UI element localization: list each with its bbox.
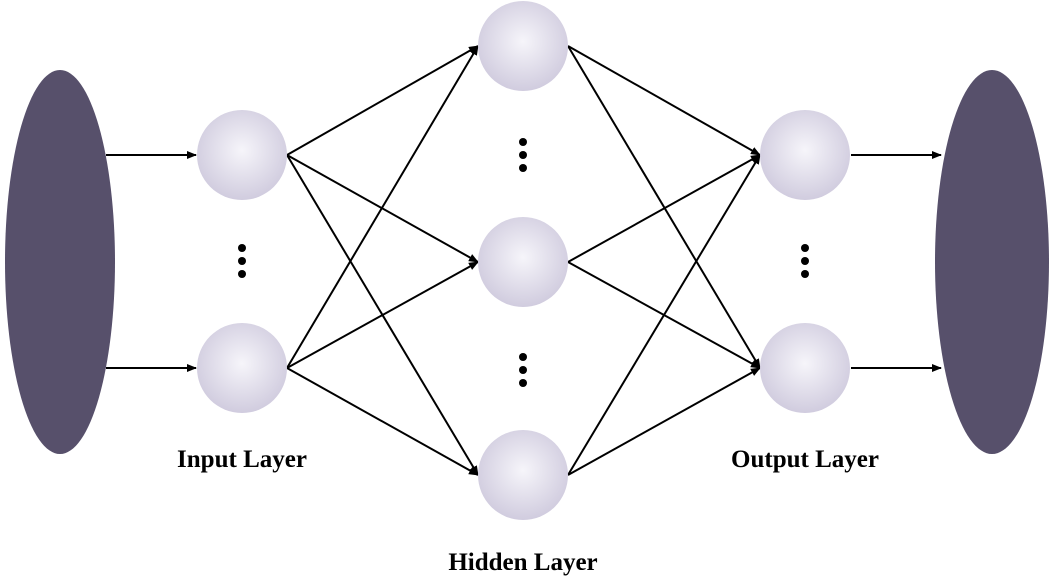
hidden-node-3 <box>478 430 568 520</box>
edge-i1-h1 <box>286 45 479 156</box>
edge-h1-o2 <box>567 45 761 369</box>
hidden-layer-nodes <box>478 1 568 520</box>
output-layer-nodes <box>760 110 850 413</box>
output-node-2 <box>760 323 850 413</box>
edge-i2-h2 <box>286 261 479 369</box>
input-layer-nodes <box>197 110 287 413</box>
edge-i2-h3 <box>286 367 479 476</box>
output-arrows <box>851 151 942 372</box>
edge-h3-o2 <box>567 367 761 476</box>
hidden-layer-label: Hidden Layer <box>448 549 597 576</box>
input-layer-label: Input Layer <box>177 446 307 473</box>
hidden-node-1 <box>478 1 568 91</box>
edge-h3-o1 <box>567 154 761 476</box>
input-node-2 <box>197 323 287 413</box>
output-data-blob <box>935 70 1049 454</box>
input-ellipsis <box>238 244 246 278</box>
edge-h2-o1 <box>567 154 761 263</box>
hidden-node-2 <box>478 217 568 307</box>
edge-i2-h1 <box>286 45 479 369</box>
input-arrows <box>106 151 197 372</box>
output-node-1 <box>760 110 850 200</box>
input-data-blob <box>5 70 115 454</box>
hidden-ellipsis-upper <box>519 138 527 172</box>
output-layer-label: Output Layer <box>731 446 879 473</box>
output-ellipsis <box>801 244 809 278</box>
hidden-ellipsis-lower <box>519 353 527 387</box>
input-hidden-connections <box>286 45 479 476</box>
hidden-output-connections <box>567 45 761 476</box>
edge-h1-o1 <box>567 45 761 156</box>
input-node-1 <box>197 110 287 200</box>
